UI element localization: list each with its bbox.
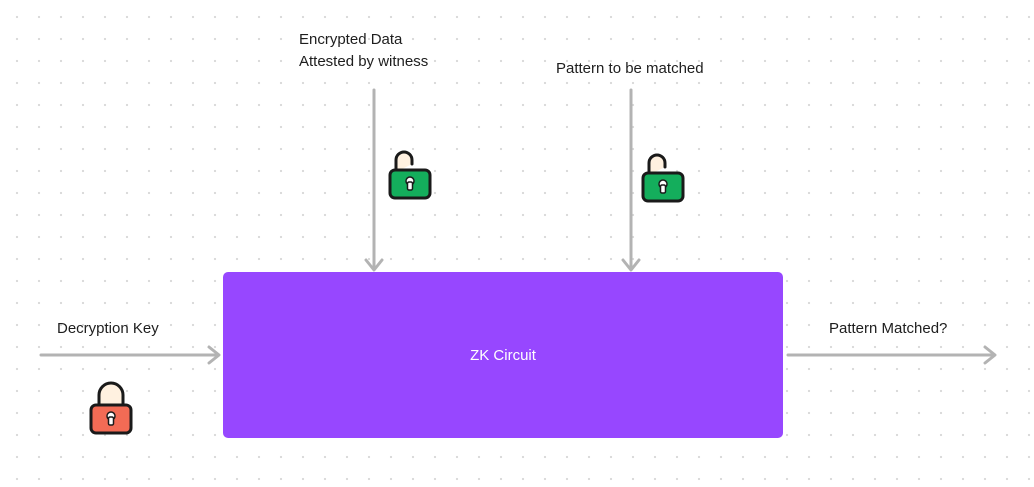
decryption-key-arrow	[39, 345, 221, 365]
decryption-key-label: Decryption Key	[57, 320, 159, 337]
pattern-label: Pattern to be matched	[556, 60, 704, 77]
output-arrow	[786, 345, 997, 365]
attested-by-witness-label: Attested by witness	[299, 53, 429, 70]
open-lock-icon	[641, 153, 685, 203]
encrypted-data-arrow	[364, 88, 384, 272]
pattern-arrow	[621, 88, 641, 272]
encrypted-data-label: Encrypted Data	[299, 31, 403, 48]
output-label: Pattern Matched?	[829, 320, 948, 337]
closed-lock-icon	[89, 381, 133, 435]
zk-circuit-box: ZK Circuit	[223, 272, 783, 438]
open-lock-icon	[388, 150, 432, 200]
zk-circuit-label: ZK Circuit	[470, 346, 536, 364]
